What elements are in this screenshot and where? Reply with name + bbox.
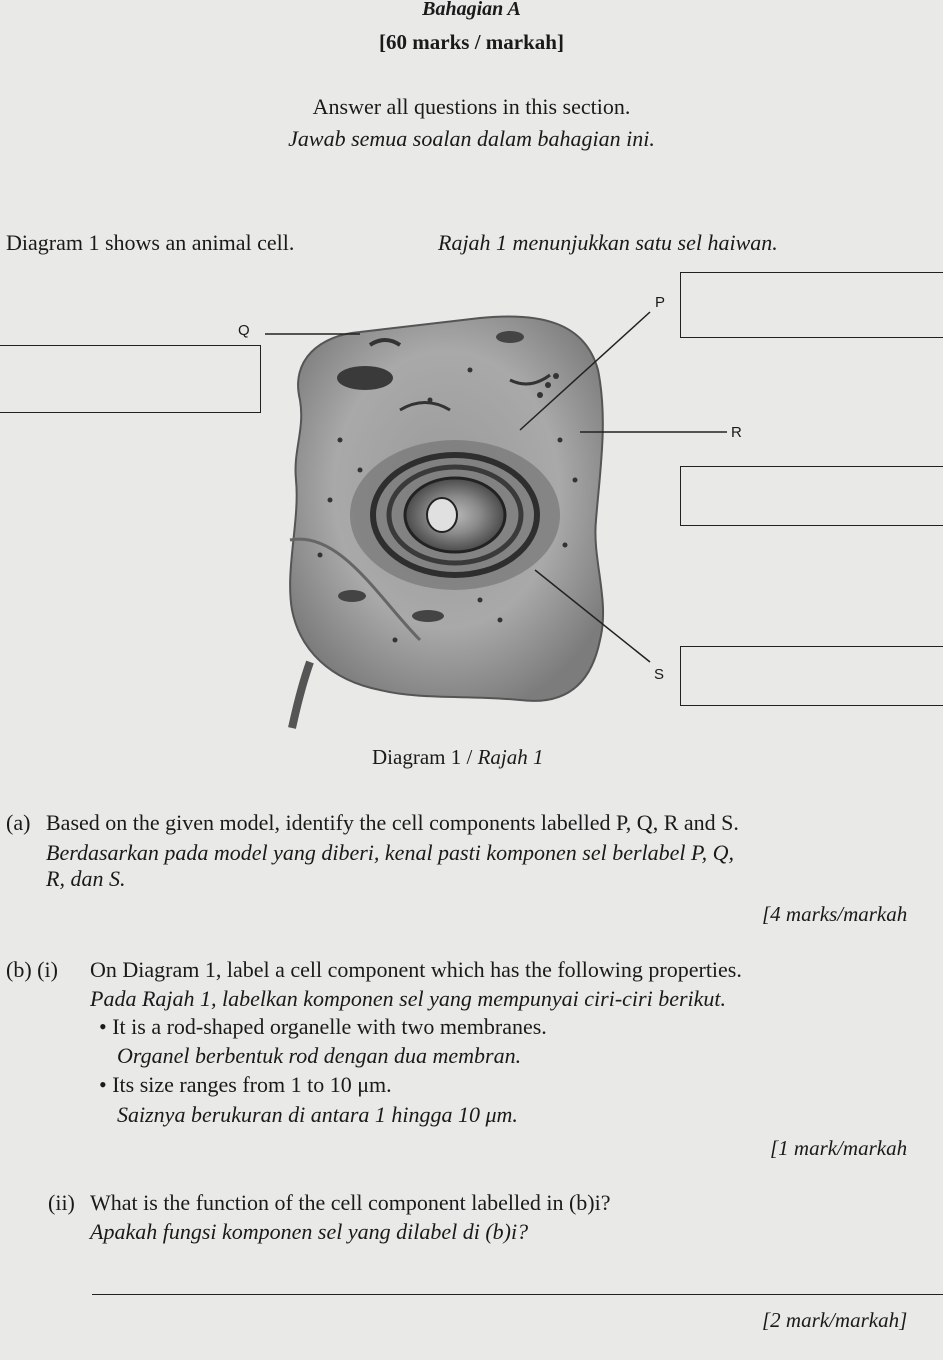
question-b2-marks: [2 mark/markah] [762,1308,908,1332]
bullet-1-en: It is a rod-shaped organelle with two me… [112,1014,547,1039]
label-r: R [731,424,742,441]
diagram-caption: Diagram 1 / Rajah 1 [372,745,543,770]
answer-box-r[interactable] [680,466,943,526]
question-b-en: On Diagram 1, label a cell component whi… [90,957,742,982]
bullet-2: • Its size ranges from 1 to 10 μm. [99,1072,392,1097]
question-b2-en: What is the function of the cell compone… [90,1190,611,1215]
answer-line-b2[interactable] [92,1294,943,1295]
instruction-my: Jawab semua soalan dalam bahagian ini. [288,126,655,151]
answer-box-p[interactable] [680,272,943,338]
section-marks-text: [60 marks / markah] [379,30,564,54]
label-q: Q [238,322,250,339]
answer-box-q[interactable] [0,345,261,413]
question-b2-my: Apakah fungsi komponen sel yang dilabel … [90,1219,529,1244]
question-a-en: Based on the given model, identify the c… [46,810,739,835]
question-b-number: (b) (i) [6,957,58,982]
intro-en: Diagram 1 shows an animal cell. [6,230,295,255]
question-a-marks: [4 marks/markah [762,902,908,926]
label-line-s [534,569,651,663]
bullet-2-en: Its size ranges from 1 to 10 μm. [112,1072,392,1097]
answer-box-s[interactable] [680,646,943,706]
label-line-p [519,311,651,431]
section-title: Bahagian A [422,0,521,20]
question-b-marks: [1 mark/markah [770,1136,908,1160]
caption-my: Rajah 1 [477,745,544,769]
intro-my: Rajah 1 menunjukkan satu sel haiwan. [438,230,778,255]
section-marks: [60 marks / markah] [0,30,943,55]
question-b2-number: (ii) [48,1190,75,1215]
animal-cell-diagram [265,311,727,729]
instruction-en: Answer all questions in this section. [312,94,631,119]
question-b-my: Pada Rajah 1, labelkan komponen sel yang… [90,986,727,1011]
label-p: P [655,294,666,311]
question-a-my-line1: Berdasarkan pada model yang diberi, kena… [46,840,735,865]
question-a-number: (a) [6,810,31,835]
organelles [317,331,578,643]
nucleus [350,440,560,590]
caption-en: Diagram 1 / [372,745,478,769]
bullet-2-my: Saiznya berukuran di antara 1 hingga 10 … [117,1102,518,1127]
bullet-1-my: Organel berbentuk rod dengan dua membran… [117,1043,522,1068]
label-s: S [654,666,665,683]
question-a-my-line2: R, dan S. [46,866,126,891]
bullet-1: • It is a rod-shaped organelle with two … [99,1014,547,1039]
